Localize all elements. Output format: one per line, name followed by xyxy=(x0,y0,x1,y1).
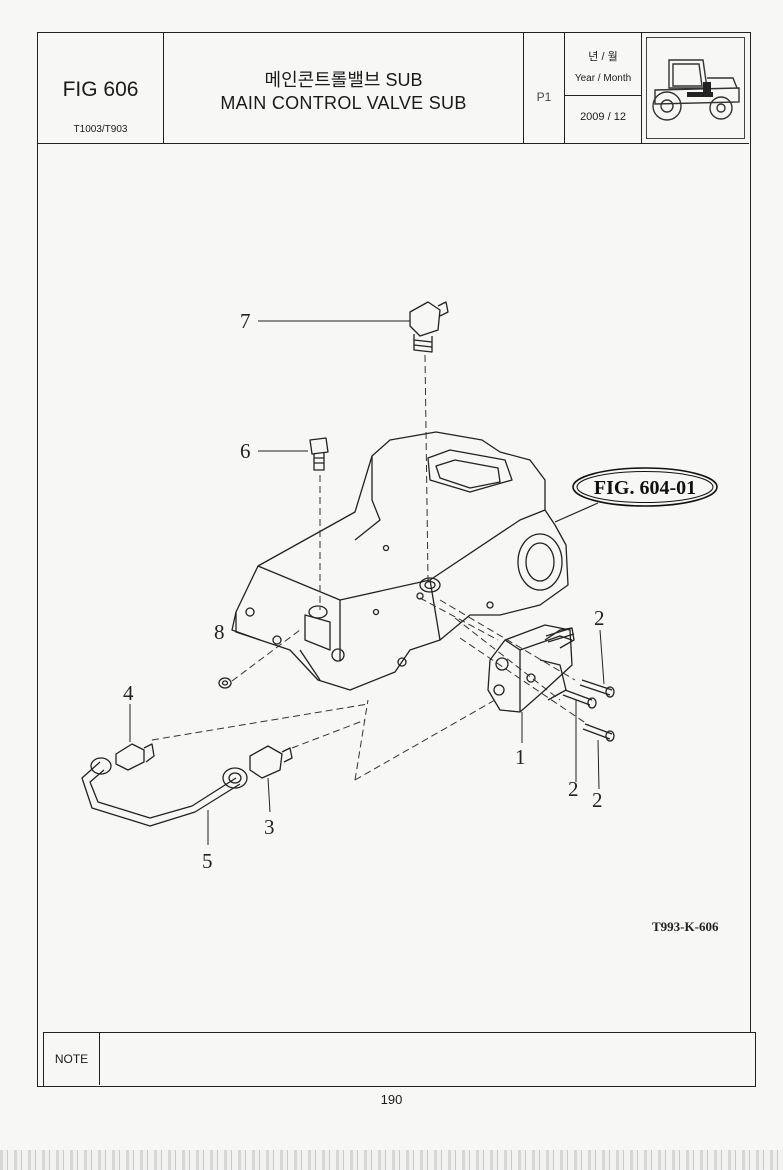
elbow-fitting-part-7 xyxy=(409,301,449,353)
callout-1: 1 xyxy=(515,745,526,769)
callout-2-top: 2 xyxy=(594,606,605,630)
date-value: 2009 / 12 xyxy=(580,111,626,123)
callout-7: 7 xyxy=(240,309,251,333)
title-block: FIG 606 T1003/T903 메인콘트롤밸브 SUB MAIN CONT… xyxy=(38,33,749,144)
fig-reference-label: FIG. 604-01 xyxy=(594,477,696,499)
leader-lines xyxy=(129,320,605,845)
tractor-icon xyxy=(646,37,745,139)
hydraulic-pipe-part-5 xyxy=(81,757,248,827)
title-english: MAIN CONTROL VALVE SUB xyxy=(220,93,467,113)
scan-artifact-strip xyxy=(0,1150,783,1170)
thumbnail-cell xyxy=(642,33,749,143)
callout-2-left: 2 xyxy=(568,777,579,801)
note-label: NOTE xyxy=(44,1033,100,1085)
page-number: 190 xyxy=(380,1092,403,1107)
title-cell: 메인콘트롤밸브 SUB MAIN CONTROL VALVE SUB xyxy=(164,33,524,143)
fig-reference-bubble: FIG. 604-01 xyxy=(554,467,718,523)
date-cell: 년 / 월 Year / Month 2009 / 12 xyxy=(565,33,642,143)
page-code-cell: P1 xyxy=(524,33,565,143)
date-label-korean: 년 / 월 xyxy=(588,51,618,63)
note-row: NOTE xyxy=(43,1032,756,1087)
fig-cell: FIG 606 T1003/T903 xyxy=(38,33,164,143)
callout-6: 6 xyxy=(240,439,251,463)
callout-4: 4 xyxy=(123,681,134,705)
date-label-english: Year / Month xyxy=(574,73,632,84)
callout-3: 3 xyxy=(264,815,275,839)
tractor-rear-wheel xyxy=(652,91,682,121)
callout-2-right: 2 xyxy=(592,788,603,812)
bolts-part-2 xyxy=(545,627,615,742)
tractor-front-wheel xyxy=(709,96,733,120)
callout-5: 5 xyxy=(202,849,213,873)
connector-part-4 xyxy=(115,743,155,771)
fig-number: FIG 606 xyxy=(62,78,139,101)
callout-8: 8 xyxy=(214,620,225,644)
valve-highlight xyxy=(687,92,713,97)
model-code: T1003/T903 xyxy=(73,124,128,135)
tractor-cab-shape xyxy=(668,59,708,89)
transmission-housing xyxy=(231,431,569,691)
page-code: P1 xyxy=(536,90,552,104)
adapter-part-3 xyxy=(249,745,293,779)
plug-fitting-part-6 xyxy=(309,437,329,471)
title-korean: 메인콘트롤밸브 SUB xyxy=(264,70,423,90)
drawing-code: T993-K-606 xyxy=(652,919,719,934)
nut-part-8 xyxy=(218,677,232,689)
parts-sheet: FIG 606 T1003/T903 메인콘트롤밸브 SUB MAIN CONT… xyxy=(37,32,756,1087)
assembly-guide-lines xyxy=(151,354,591,781)
date-divider xyxy=(565,95,641,96)
